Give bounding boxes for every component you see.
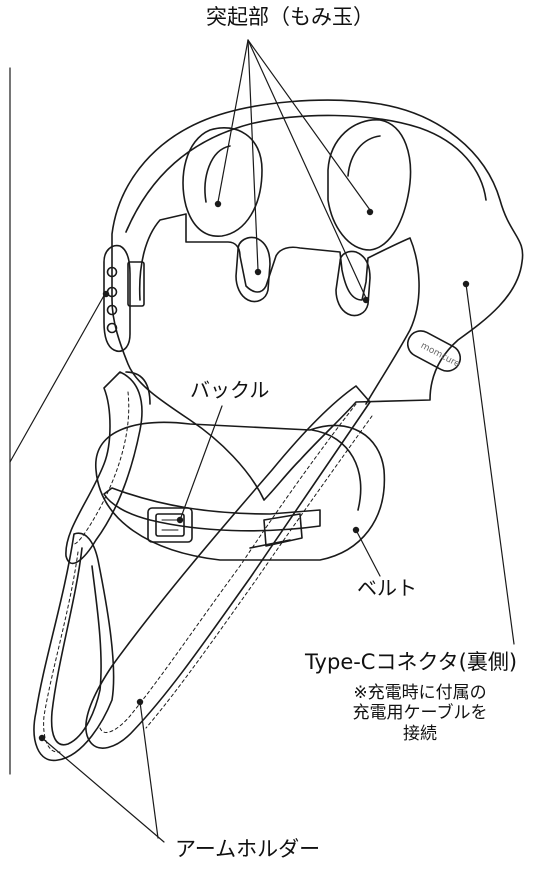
connector-note: ※充電時に付属の 充電用ケーブルを 接続: [320, 683, 520, 744]
knob-center-left: [235, 236, 271, 303]
connector-note-line-1: ※充電時に付属の: [353, 683, 487, 703]
knobs-label: 突起部（もみ玉）: [206, 5, 374, 29]
buckle-label: バックル: [190, 378, 270, 402]
arm-holder-left: [33, 532, 115, 762]
knob-right: [327, 119, 412, 251]
connector-note-line-3: 接続: [403, 723, 437, 744]
knob-dot-1: [214, 200, 222, 208]
knob-center-right: [335, 250, 371, 317]
logo-plate: [406, 330, 462, 372]
arm-holder-dot-1: [38, 734, 46, 742]
belt-leader: [355, 529, 381, 577]
arm-holder-dot-2: [136, 698, 144, 706]
belt-label: ベルト: [357, 576, 417, 600]
arm-holder-leader-1: [41, 737, 165, 843]
knob-left: [182, 127, 263, 237]
buckle-leader: [179, 405, 223, 521]
side-tab: [127, 261, 145, 307]
knobs-leader-3: [247, 39, 371, 211]
button-speed-icon: [106, 322, 118, 334]
control-panel: [103, 244, 131, 352]
buckle-dot: [176, 516, 184, 524]
buckle: [147, 507, 193, 543]
knob-dot-2: [254, 268, 262, 276]
button-power-icon: [106, 266, 118, 278]
buttons-dot: [102, 290, 110, 298]
arm-strap-left: [65, 371, 143, 565]
belt-dot: [352, 526, 360, 534]
buttons-leader-line: [9, 291, 107, 463]
body-outline: [111, 99, 524, 501]
knobs-leader-1: [217, 39, 249, 203]
connector-leader: [465, 283, 515, 645]
connector-note-line-2: 充電用ケーブルを: [352, 703, 488, 724]
belt: [103, 487, 321, 532]
arm-holder-leader-2: [139, 701, 159, 839]
connector-label: Type-Cコネクタ(裏側): [305, 650, 518, 674]
connector-dot: [462, 280, 470, 288]
knob-dot-4: [362, 296, 370, 304]
arm-holder-label: アームホルダー: [175, 837, 321, 861]
knobs-leader-4: [247, 39, 367, 299]
arm-strap-right: [85, 385, 371, 749]
knob-dot-3: [366, 208, 374, 216]
button-heat-icon: [106, 304, 118, 316]
logo-text: momcure: [419, 341, 462, 370]
knobs-leader-2: [247, 39, 259, 271]
